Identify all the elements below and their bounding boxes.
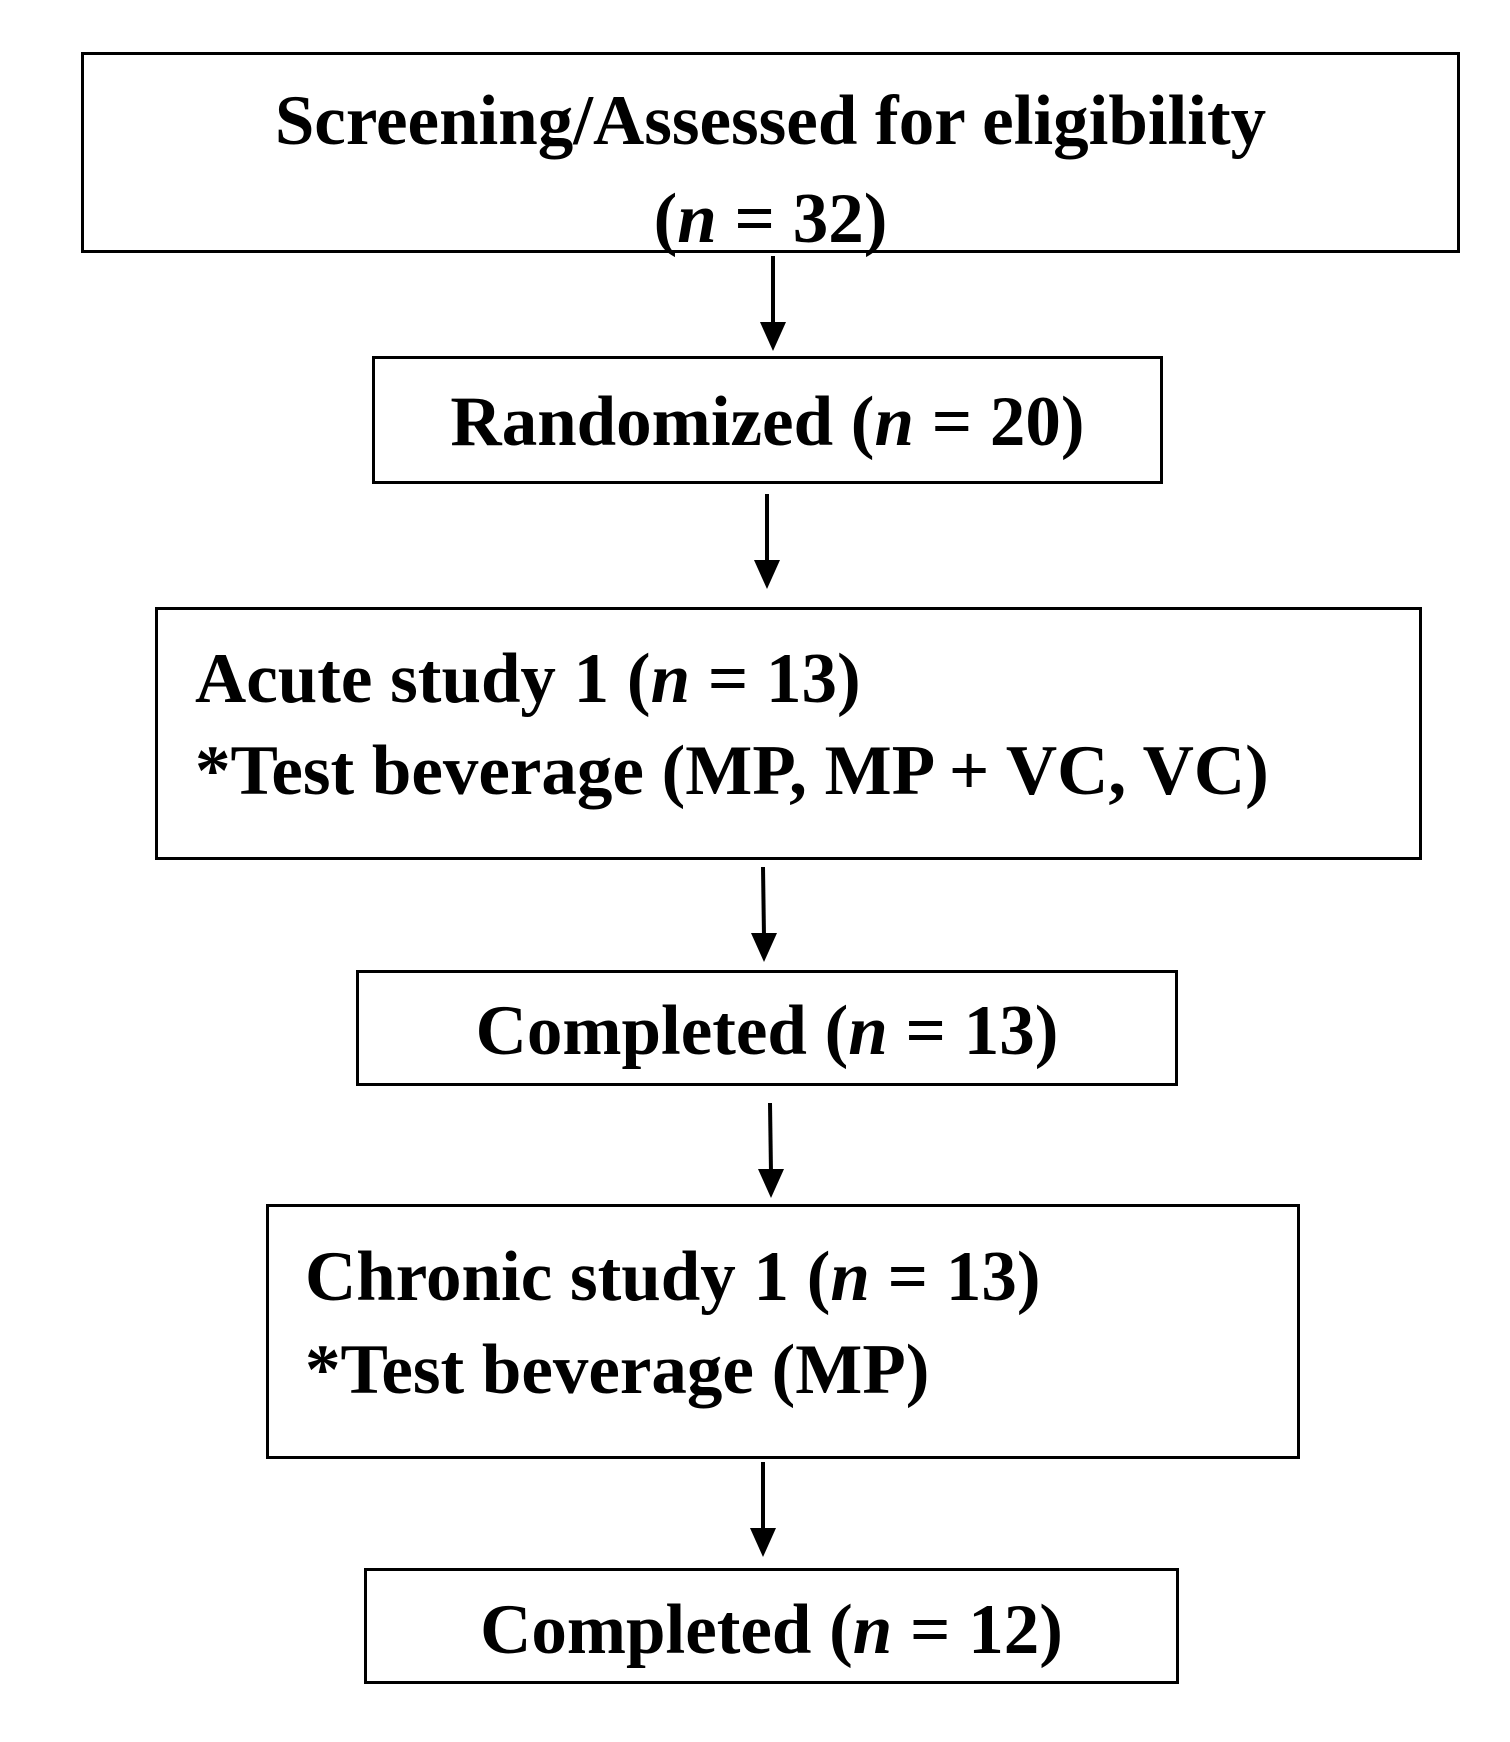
- chronic-study-detail: *Test beverage (MP): [305, 1331, 930, 1409]
- chronic-study-label: Chronic study 1 (n = 13): [305, 1238, 1041, 1316]
- arrow-completed-to-chronic: [758, 1102, 784, 1198]
- arrow-acute-to-completed: [751, 866, 777, 962]
- screening-count: (n = 32): [653, 180, 888, 258]
- completed-acute-label: Completed (n = 13): [475, 992, 1059, 1070]
- acute-study-label: Acute study 1 (n = 13): [195, 640, 861, 718]
- arrow-randomized-to-acute: [754, 494, 780, 589]
- completed-acute-box: Completed (n = 13): [356, 970, 1178, 1086]
- completed-chronic-box: Completed (n = 12): [364, 1568, 1179, 1684]
- screening-box: Screening/Assessed for eligibility (n = …: [81, 52, 1460, 258]
- screening-label: Screening/Assessed for eligibility: [274, 82, 1267, 160]
- arrow-screening-to-randomized: [760, 256, 786, 351]
- randomized-box: Randomized (n = 20): [372, 356, 1163, 484]
- completed-chronic-label: Completed (n = 12): [480, 1591, 1063, 1669]
- acute-study-detail: *Test beverage (MP, MP + VC, VC): [195, 732, 1269, 810]
- arrow-chronic-to-completed: [750, 1462, 776, 1557]
- randomized-label: Randomized (n = 20): [450, 383, 1085, 461]
- acute-study-box: Acute study 1 (n = 13) *Test beverage (M…: [155, 607, 1422, 860]
- chronic-study-box: Chronic study 1 (n = 13) *Test beverage …: [266, 1204, 1300, 1459]
